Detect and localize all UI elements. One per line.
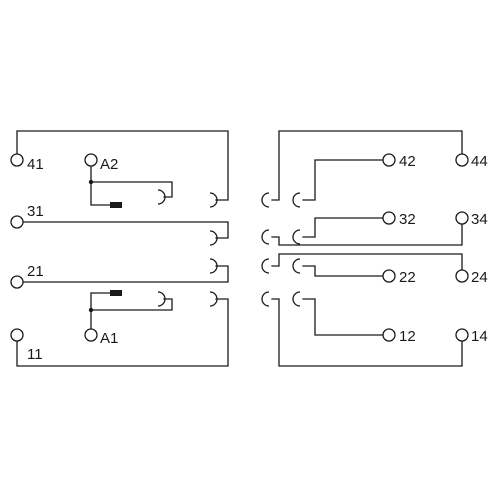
wire-a2 — [90, 165, 111, 206]
socket-arc-32 — [292, 229, 301, 245]
terminal-41 — [10, 153, 24, 167]
socket-arc-14 — [261, 291, 270, 307]
socket-arc-31 — [209, 230, 218, 246]
label-34: 34 — [471, 211, 488, 228]
coil-block-a2 — [110, 202, 122, 208]
wire-a1-contact — [90, 298, 173, 311]
label-44: 44 — [471, 153, 488, 170]
junction-dot-a2 — [88, 179, 94, 185]
left-module: 41 A2 31 21 A1 11 — [10, 130, 229, 367]
label-22: 22 — [399, 269, 416, 286]
wire-42 — [302, 159, 384, 201]
wire-14 — [271, 298, 463, 367]
right-module: 42 44 32 34 22 24 12 14 — [261, 130, 488, 367]
label-14: 14 — [471, 328, 488, 345]
wire-12 — [302, 298, 384, 336]
socket-arc-42 — [292, 192, 301, 208]
socket-arc-34 — [261, 229, 270, 245]
label-a2: A2 — [100, 156, 118, 173]
wire-11 — [16, 298, 229, 367]
wire-a1 — [90, 292, 111, 330]
label-42: 42 — [399, 153, 416, 170]
terminal-34 — [455, 211, 469, 225]
terminal-31 — [10, 215, 24, 229]
terminal-24 — [455, 269, 469, 283]
label-a1: A1 — [100, 330, 118, 347]
terminal-44 — [455, 153, 469, 167]
socket-arc-a2 — [157, 189, 166, 205]
terminal-a2 — [84, 153, 98, 167]
terminal-a1 — [84, 328, 98, 342]
coil-block-a1 — [110, 290, 122, 296]
label-32: 32 — [399, 211, 416, 228]
wire-21 — [22, 265, 229, 283]
socket-arc-22 — [292, 258, 301, 274]
label-41: 41 — [27, 156, 44, 173]
socket-arc-11 — [209, 291, 218, 307]
label-11: 11 — [27, 346, 43, 363]
socket-arc-21 — [209, 258, 218, 274]
wire-34 — [271, 223, 463, 246]
label-24: 24 — [471, 269, 488, 286]
terminal-12 — [382, 328, 396, 342]
terminal-22 — [382, 269, 396, 283]
socket-arc-41 — [209, 192, 218, 208]
terminal-14 — [455, 328, 469, 342]
socket-arc-a1 — [157, 291, 166, 307]
wire-32 — [302, 217, 384, 238]
label-31: 31 — [27, 203, 44, 220]
label-12: 12 — [399, 328, 416, 345]
socket-arc-44 — [261, 192, 270, 208]
socket-arc-12 — [292, 291, 301, 307]
terminal-11 — [10, 328, 24, 342]
label-21: 21 — [27, 263, 44, 280]
junction-dot-a1 — [88, 307, 94, 313]
terminal-42 — [382, 153, 396, 167]
terminal-32 — [382, 211, 396, 225]
wire-44 — [271, 130, 463, 201]
socket-arc-24 — [261, 258, 270, 274]
wire-22 — [302, 265, 384, 277]
wire-31 — [22, 221, 229, 239]
wire-41 — [16, 130, 229, 201]
wire-a2-contact — [90, 181, 173, 198]
wire-24 — [271, 253, 463, 271]
terminal-21 — [10, 275, 24, 289]
